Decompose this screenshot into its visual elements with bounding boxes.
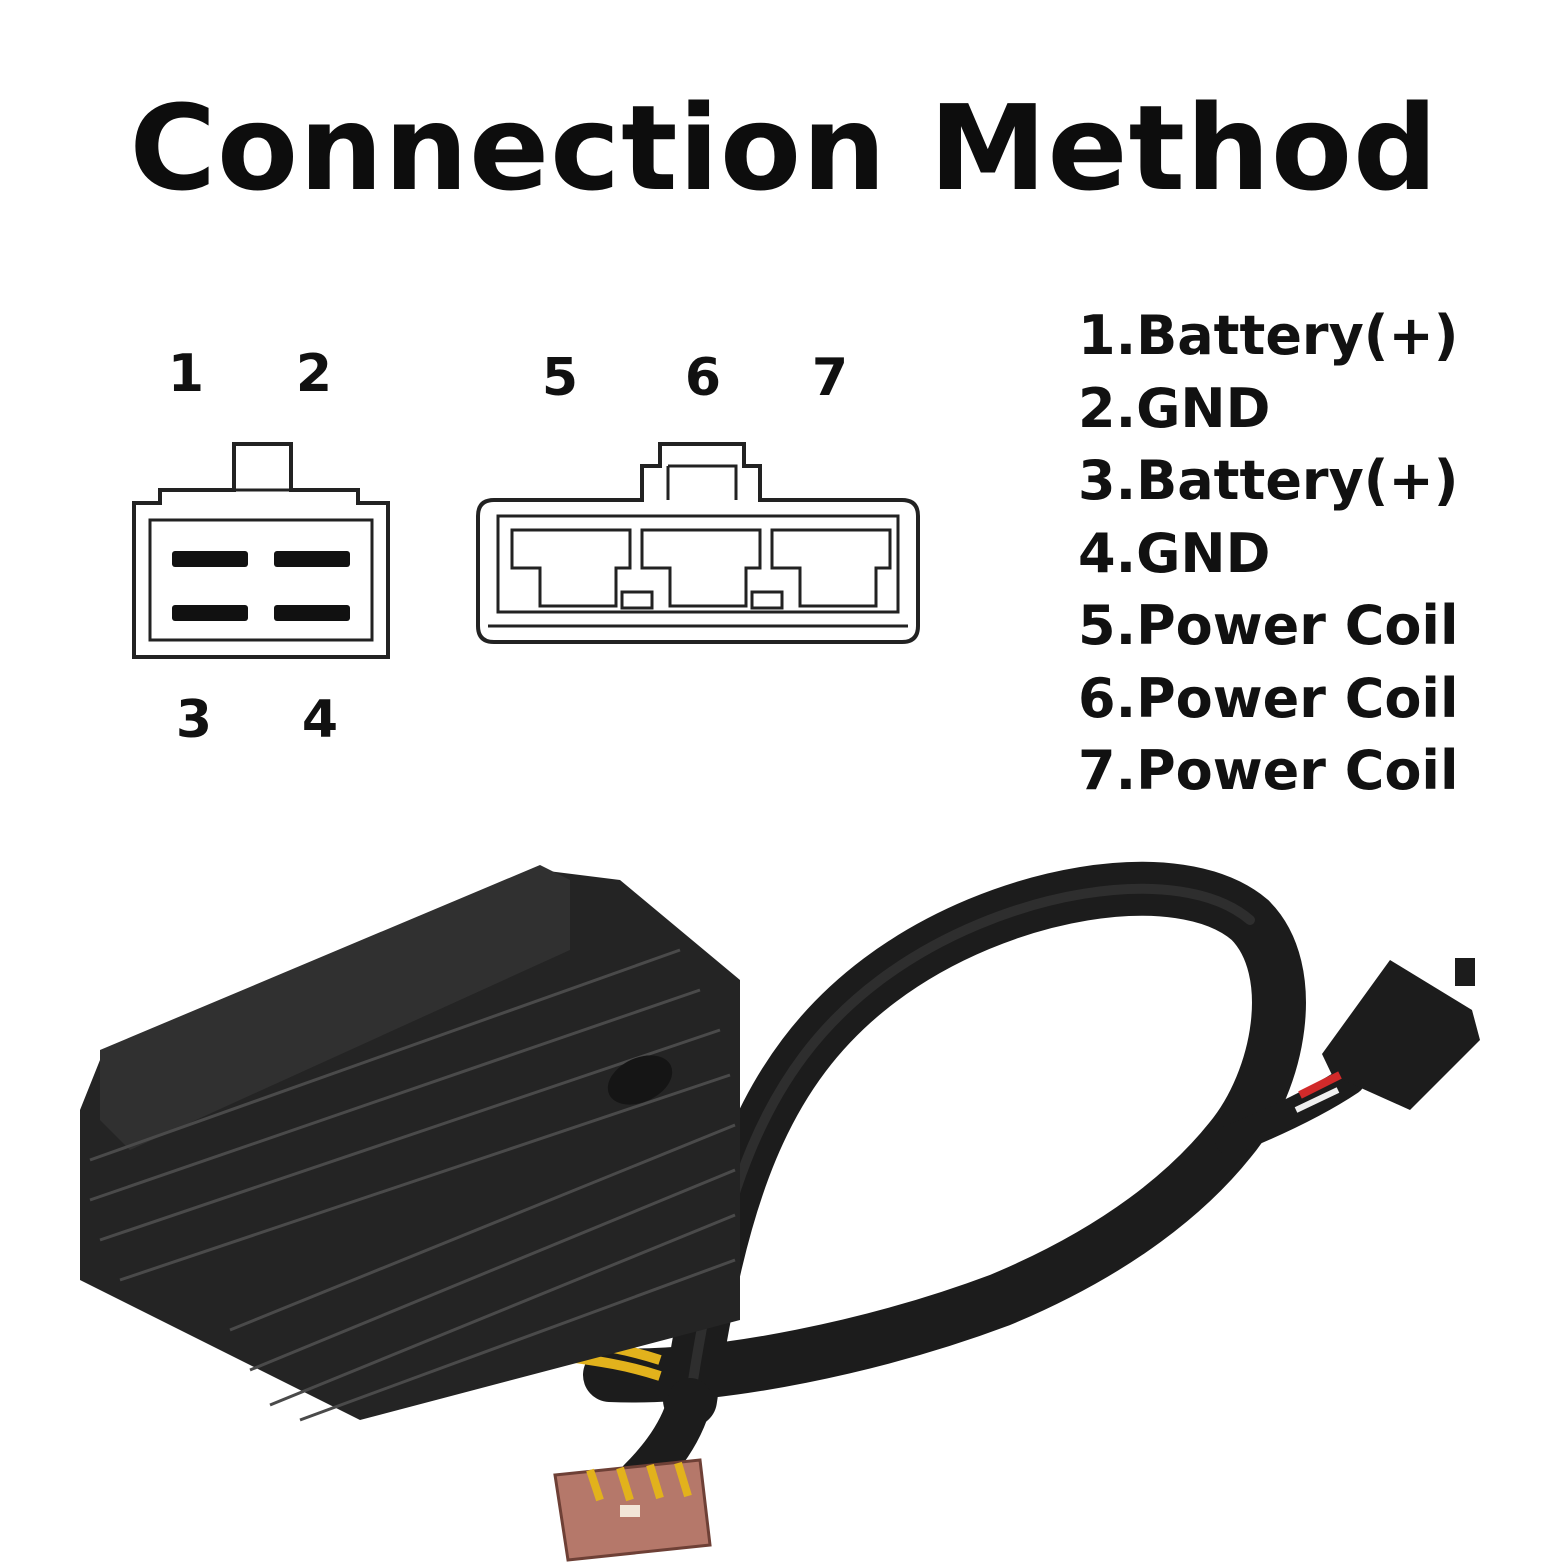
plug-4pin (553, 1458, 712, 1562)
legend-item: 3.Battery(+) (1078, 449, 1459, 512)
plug-2pin (1294, 958, 1480, 1113)
pin-label-4: 4 (301, 690, 339, 750)
pin-label-1: 1 (167, 344, 205, 404)
pin-label-2: 2 (295, 344, 333, 404)
legend-item: 7.Power Coil (1078, 739, 1459, 802)
pin-legend: 1.Battery(+) 2.GND 3.Battery(+) 4.GND 5.… (1078, 300, 1458, 808)
legend-item: 4.GND (1078, 521, 1271, 585)
pin-label-6: 6 (684, 348, 722, 408)
legend-item: 1.Battery(+) (1078, 304, 1459, 367)
connector-4pin-terminals (172, 551, 350, 621)
regulator-body (80, 865, 740, 1422)
pin-label-5: 5 (541, 348, 579, 408)
legend-item: 5.Power Coil (1078, 594, 1459, 657)
connector-3pin-diagram (476, 442, 920, 644)
pin-label-7: 7 (811, 348, 849, 408)
pin-label-3: 3 (175, 690, 213, 750)
connector-4pin-diagram (132, 442, 390, 659)
legend-item: 6.Power Coil (1078, 666, 1459, 730)
legend-item: 2.GND (1078, 376, 1271, 440)
page-title: Connection Method (129, 79, 1439, 217)
